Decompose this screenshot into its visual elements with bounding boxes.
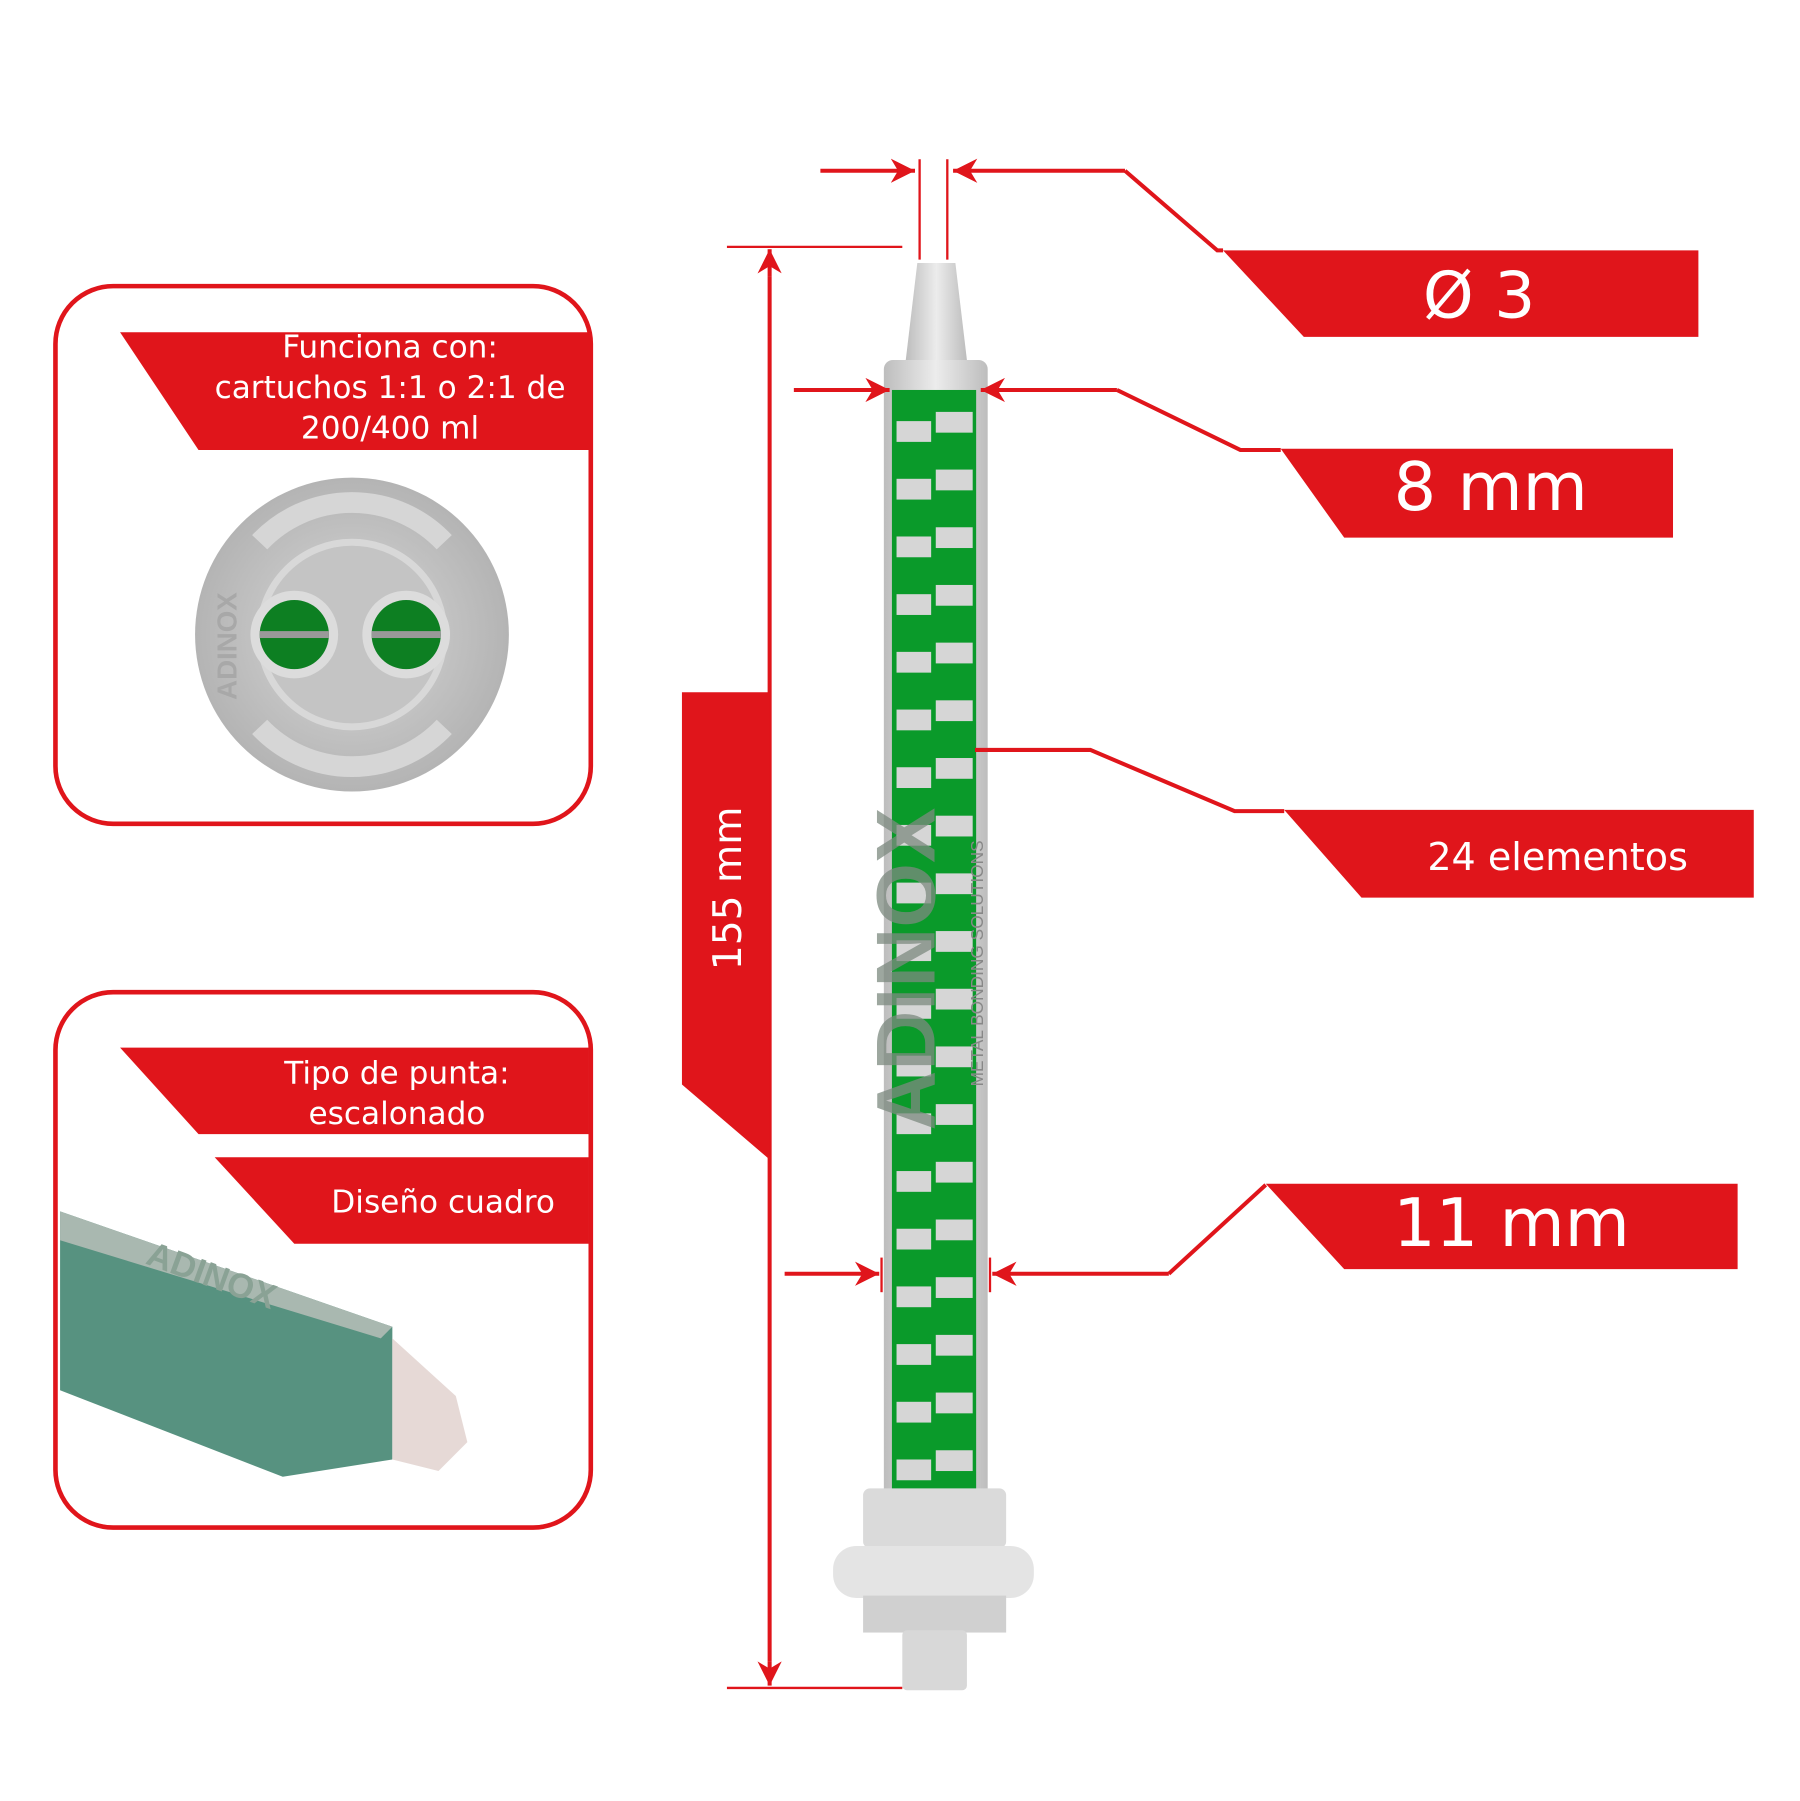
elements-banner	[1284, 809, 1754, 898]
outer-diameter-banner	[1280, 448, 1674, 538]
inlet-logo: ADINOX	[212, 592, 243, 700]
mixing-element-block	[935, 1046, 973, 1068]
square-mixer-tip-image: ADINOX	[60, 1211, 468, 1477]
mixing-element-block	[896, 767, 932, 789]
design-banner	[214, 1157, 589, 1244]
mixing-element-block	[935, 411, 973, 433]
tip-diameter-label: Ø 3	[1423, 258, 1535, 333]
mixing-element-block	[896, 882, 932, 904]
mixing-element-block	[935, 758, 973, 779]
mixing-element-block	[896, 1171, 932, 1192]
mixing-element-block	[896, 997, 932, 1019]
mixing-element-block	[896, 824, 932, 846]
compatibility-banner	[120, 332, 591, 450]
length-label: 155 mm	[706, 807, 751, 971]
mixing-element-block	[896, 1228, 932, 1250]
mixer-tagline: METAL BONDING SOLUTIONS	[967, 840, 987, 1086]
compatibility-panel: Funciona con: cartuchos 1:1 o 2:1 de 200…	[53, 283, 594, 827]
mixing-element-block	[896, 1401, 932, 1423]
mixing-element-block	[896, 478, 932, 500]
mixing-element-block	[896, 536, 932, 558]
mixing-element-block	[935, 1104, 973, 1125]
mixing-element-block	[935, 700, 973, 722]
compat-line-2: cartuchos 1:1 o 2:1 de	[215, 370, 566, 406]
mixing-element-block	[935, 469, 973, 491]
mixing-element-block	[935, 1277, 973, 1298]
mixing-element-block	[935, 815, 973, 837]
mixing-element-block	[896, 594, 932, 615]
tip-panel: ADINOX Tipo de punta: escalonado Diseño …	[53, 989, 594, 1530]
mixing-element-block	[896, 1344, 932, 1365]
mixing-element-block	[935, 584, 973, 606]
tip-type-line-1: Tipo de punta:	[283, 1055, 509, 1091]
compat-line-1: Funciona con:	[282, 330, 498, 366]
mixing-element-block	[935, 988, 973, 1010]
base-width-label: 11 mm	[1393, 1184, 1630, 1262]
length-banner	[681, 692, 770, 1160]
mixer-inlet-image: ADINOX	[195, 477, 509, 792]
mixing-element-block	[935, 931, 973, 952]
outer-diameter-label: 8 mm	[1394, 448, 1588, 526]
mixing-element-block	[935, 873, 973, 895]
mixing-element-block	[896, 421, 932, 442]
mixing-element-block	[935, 527, 973, 549]
tip-type-line-2: escalonado	[308, 1096, 485, 1132]
mixing-element-block	[896, 1286, 932, 1308]
tip-type-banner	[120, 1047, 589, 1135]
base-width-banner	[1265, 1183, 1738, 1270]
tip-diameter-banner	[1223, 250, 1699, 337]
mixing-element-block	[935, 1392, 973, 1414]
mixing-element-block	[896, 709, 932, 731]
mixing-element-block	[896, 940, 932, 962]
mixing-element-block	[896, 1113, 932, 1135]
elements-label: 24 elementos	[1427, 835, 1688, 879]
compat-line-3: 200/400 ml	[301, 410, 479, 446]
mixing-element-block	[896, 1055, 932, 1077]
design-label: Diseño cuadro	[331, 1185, 555, 1221]
mixing-element-block	[896, 651, 932, 673]
static-mixer-image: ADINOX METAL BONDING SOLUTIONS	[833, 263, 1034, 1691]
mixing-element-block	[896, 1459, 932, 1481]
mixer-logo: ADINOX	[860, 808, 953, 1131]
mixing-element-block	[935, 642, 973, 664]
mixing-element-block	[935, 1161, 973, 1183]
mixing-element-block	[935, 1334, 973, 1356]
dimension-lines	[726, 158, 1285, 1690]
mixing-element-block	[935, 1450, 973, 1472]
mixing-element-block	[935, 1219, 973, 1241]
